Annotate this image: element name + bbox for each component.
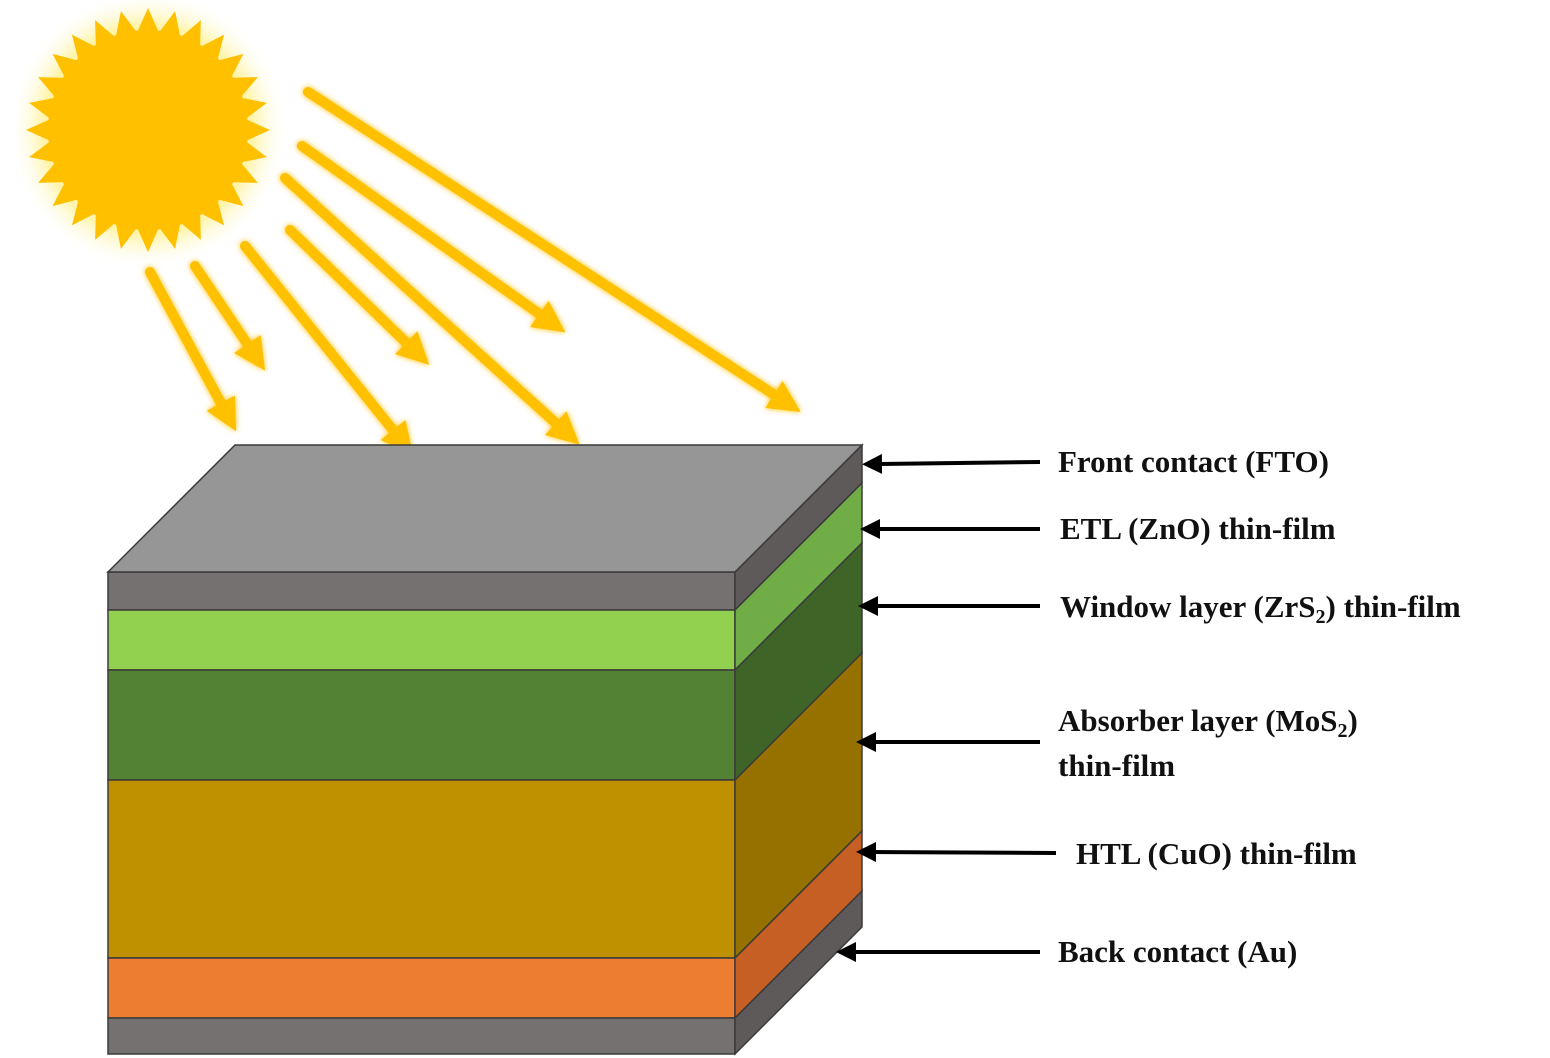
left-arrow-icon: [856, 842, 1057, 863]
absorber-layer-front-face: [107, 779, 736, 959]
pointer-arrows: [836, 453, 1057, 962]
htl-text: HTL (CuO) thin-film: [1076, 836, 1357, 871]
htl-front-face: [107, 957, 736, 1019]
front-contact-front-face: [107, 571, 736, 611]
window-layer-text-end: ) thin-film: [1325, 589, 1461, 624]
back-contact-side-face: [734, 889, 863, 1056]
light-ray-arrow-icon: [303, 87, 801, 412]
back-contact-label: Back contact (Au): [1058, 931, 1297, 973]
light-ray-arrow-icon: [145, 267, 237, 432]
light-ray-arrow-icon: [297, 141, 566, 333]
light-rays: [145, 87, 801, 455]
sun-icon: [8, 0, 288, 270]
back-contact-text: Back contact (Au): [1058, 934, 1298, 969]
solar-cell-stack: [106, 443, 864, 1056]
absorber-layer-text-line2: thin-film: [1058, 748, 1176, 783]
front-contact-top-face: [106, 444, 864, 573]
front-contact-label: Front contact (FTO): [1058, 441, 1329, 483]
light-ray-arrow-icon: [240, 241, 414, 455]
window-layer-front-face: [107, 669, 736, 781]
absorber-layer-text: Absorber layer (MoS: [1058, 703, 1338, 738]
light-ray-arrow-icon: [280, 173, 580, 445]
light-ray-arrow-icon: [190, 261, 266, 371]
left-arrow-icon: [862, 453, 1041, 474]
etl-front-face: [107, 609, 736, 671]
htl-label: HTL (CuO) thin-film: [1076, 833, 1357, 875]
etl-label: ETL (ZnO) thin-film: [1060, 508, 1336, 550]
absorber-layer-label: Absorber layer (MoS2): [1058, 700, 1358, 742]
window-layer-label: Window layer (ZrS2) thin-film: [1060, 586, 1461, 628]
absorber-layer-subscript: 2: [1337, 720, 1348, 742]
front-contact-text: Front contact (FTO): [1058, 444, 1329, 479]
back-contact-front-face: [107, 1017, 736, 1055]
window-layer-subscript: 2: [1315, 606, 1326, 628]
light-ray-arrow-icon: [285, 225, 430, 365]
absorber-layer-label-line2: thin-film: [1058, 745, 1175, 787]
absorber-layer-text-end: ): [1347, 703, 1358, 738]
window-layer-text: Window layer (ZrS: [1060, 589, 1316, 624]
etl-text: ETL (ZnO) thin-film: [1060, 511, 1336, 546]
